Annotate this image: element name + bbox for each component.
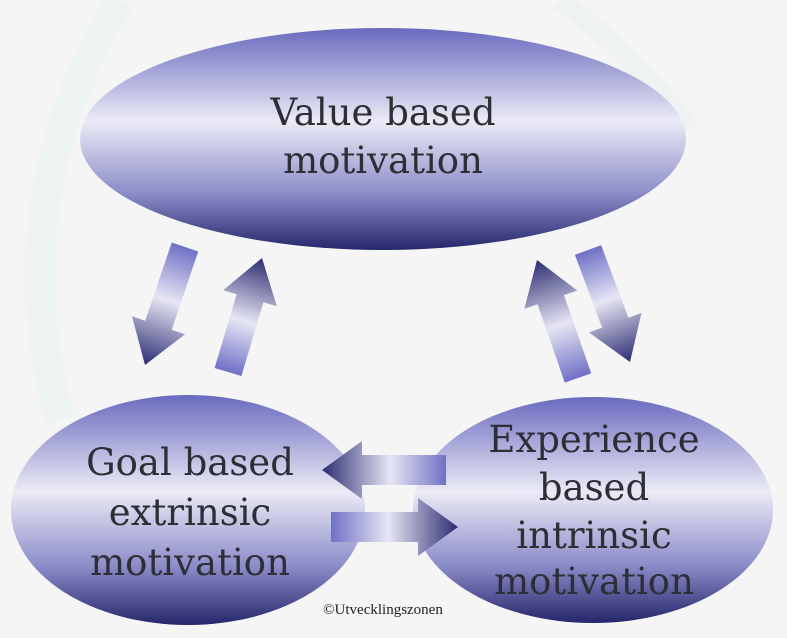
goal-label-line: motivation: [90, 541, 290, 584]
arrow-goal-to-value: [214, 257, 277, 377]
arrow-experience-to-goal: [322, 441, 446, 499]
goal-label-line: Goal based: [86, 441, 294, 484]
goal-label-line: extrinsic: [109, 491, 272, 534]
arrow-goal-to-experience: [331, 498, 458, 556]
arrow-experience-to-value: [524, 259, 592, 383]
value-label-line: Value based: [269, 91, 495, 134]
arrow-value-to-experience: [574, 245, 642, 362]
experience-label-line: based: [539, 466, 649, 509]
background-swirl: [25, 0, 133, 424]
arrow-value-to-goal: [131, 242, 199, 366]
experience-ellipse: [413, 397, 773, 623]
value-label-line: motivation: [283, 139, 483, 182]
value-ellipse: [80, 28, 686, 250]
goal-ellipse: [11, 395, 365, 625]
copyright-text: ©Utvecklingszonen: [323, 602, 443, 618]
experience-label-line: intrinsic: [516, 514, 671, 557]
experience-label-line: Experience: [488, 418, 699, 461]
experience-label-line: motivation: [494, 560, 694, 603]
